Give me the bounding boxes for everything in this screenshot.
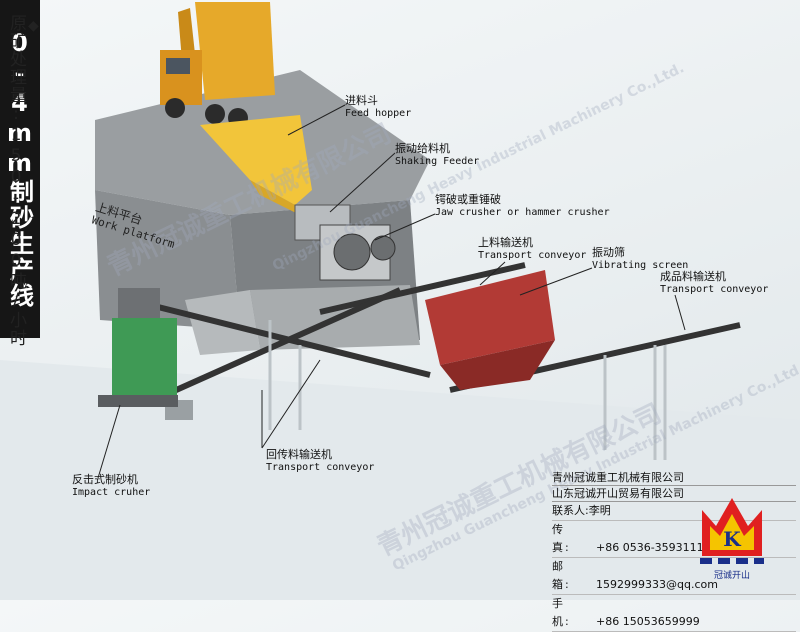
fax-row: 传 真:+86 0536-3593111 bbox=[552, 521, 796, 558]
label-return-conveyor: 回传料输送机 Transport conveyor bbox=[266, 448, 375, 473]
capacity-title: ◆ 原矿处理量:150-200吨/小时 bbox=[4, 14, 40, 347]
capacity-text: 原矿处理量:150-200吨/小时 bbox=[6, 14, 26, 347]
return-conveyor bbox=[163, 287, 402, 398]
email-address[interactable]: 1592999333@qq.com bbox=[596, 578, 718, 591]
impact-crusher bbox=[112, 318, 177, 403]
jaw-crusher-flywheel bbox=[333, 233, 371, 271]
company-name-2: 山东冠诚开山贸易有限公司 bbox=[552, 486, 796, 502]
label-vibrating-screen: 振动筛 Vibrating screen bbox=[592, 246, 689, 271]
contact-person: 李明 bbox=[588, 504, 611, 517]
truck-wheel bbox=[205, 104, 225, 124]
impact-crusher-frame bbox=[118, 288, 160, 318]
label-product-conveyor: 成品料输送机 Transport conveyor bbox=[660, 270, 769, 295]
jaw-crusher-flywheel bbox=[370, 235, 396, 261]
crown-inner-icon bbox=[710, 514, 754, 550]
label-shaking-feeder: 振动给料机 Shaking Feeder bbox=[395, 142, 480, 167]
email-row: 邮 箱:1592999333@qq.com bbox=[552, 558, 796, 595]
label-upper-conveyor: 上料输送机 Transport conveyor bbox=[478, 236, 587, 261]
truck-window bbox=[166, 58, 190, 74]
label-jaw-crusher: 锷破或重锤破 Jaw crusher or hammer crusher bbox=[435, 193, 610, 218]
truck-bed bbox=[195, 2, 275, 100]
leader-lines bbox=[97, 104, 686, 479]
company-logo: K 冠诚开山 bbox=[700, 498, 764, 581]
logo-mark: K bbox=[723, 527, 741, 551]
return-conveyor bbox=[129, 297, 431, 378]
truck-wheel bbox=[165, 98, 185, 118]
fax-number: +86 0536-3593111 bbox=[596, 541, 704, 554]
feed-hopper-shade bbox=[250, 180, 300, 215]
label-feed-hopper: 进料斗 Feed hopper bbox=[345, 94, 412, 119]
upper-conveyor bbox=[319, 262, 526, 315]
production-line-illustration bbox=[0, 2, 800, 600]
vibrating-screen-hopper bbox=[440, 340, 555, 390]
label-impact-crusher: 反击式制砂机 Impact cruher bbox=[72, 473, 151, 498]
phone-number: +86 15053659999 bbox=[596, 615, 700, 628]
conveyor-supports bbox=[268, 320, 667, 460]
company-name-1: 青州冠诚重工机械有限公司 bbox=[552, 470, 796, 486]
dump-truck bbox=[160, 2, 275, 128]
impact-crusher-base bbox=[98, 395, 178, 407]
ground bbox=[0, 360, 800, 600]
phone-row: 手 机:+86 15053659999 bbox=[552, 595, 796, 632]
feed-hopper bbox=[200, 115, 312, 205]
bullet-icon: ◆ bbox=[28, 18, 40, 34]
logo-base-icon bbox=[700, 558, 764, 564]
contact-person-row: 联系人:李明 bbox=[552, 502, 796, 521]
main-title: 0-4mm制砂生产线 bbox=[0, 0, 40, 338]
logo-text: 冠诚开山 bbox=[714, 569, 750, 581]
